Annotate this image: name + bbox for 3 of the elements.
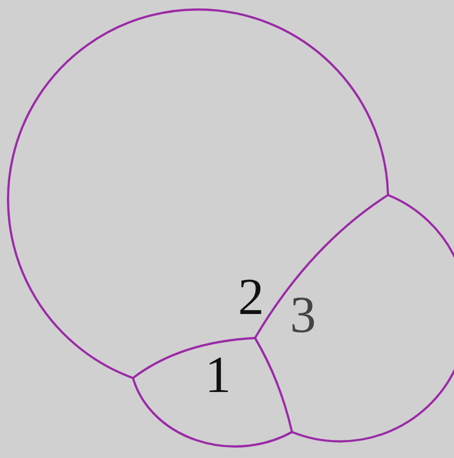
region-number: 2 bbox=[238, 272, 264, 324]
region-number: 3 bbox=[290, 290, 316, 342]
region-number: 1 bbox=[205, 350, 231, 402]
